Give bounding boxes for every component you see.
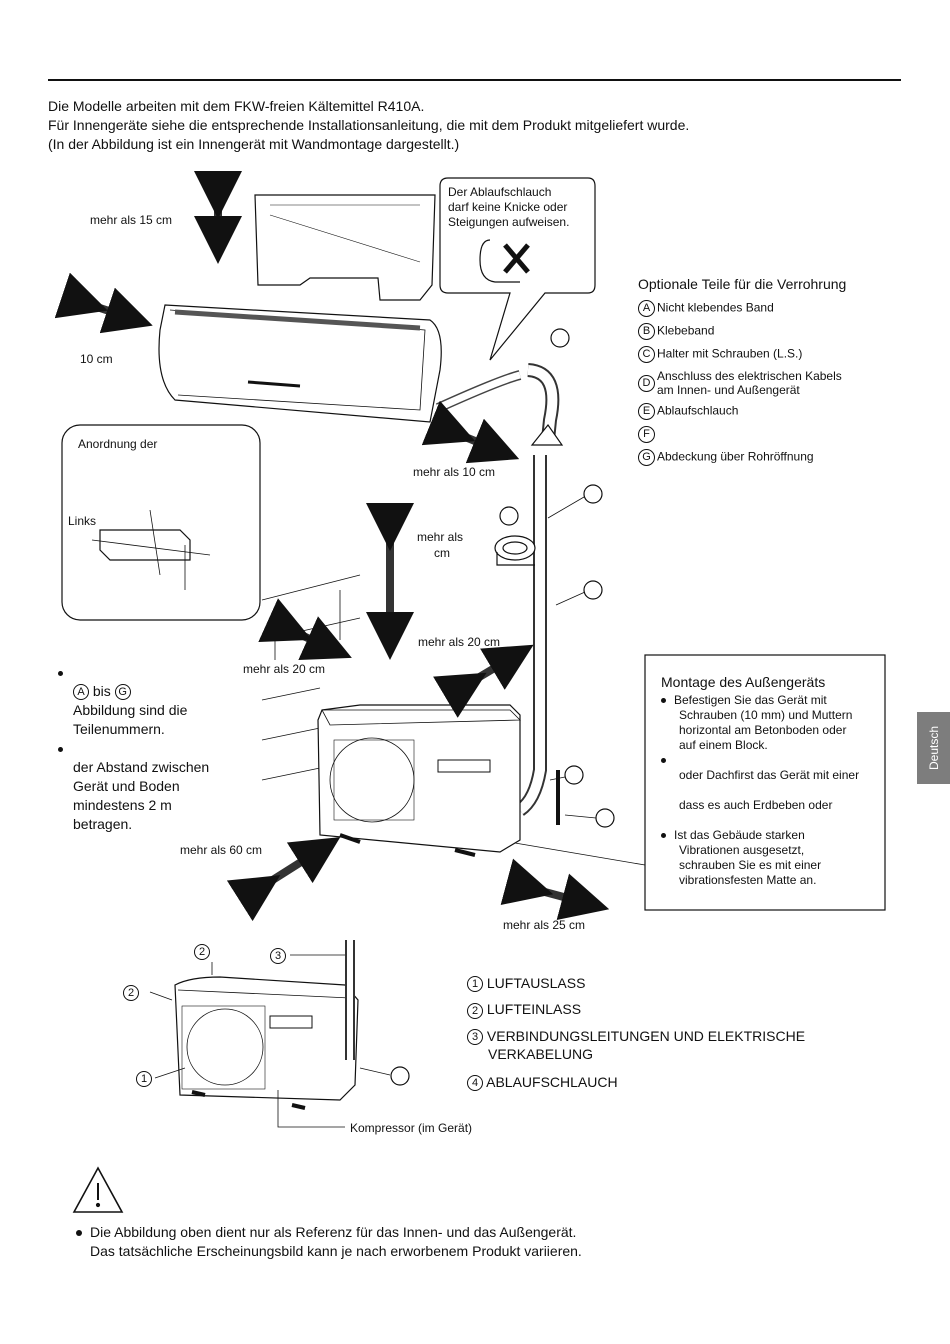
option-item: F xyxy=(638,426,846,443)
mount-line: horizontal am Betonboden oder xyxy=(679,723,847,737)
legend-text: VERBINDUNGSLEITUNGEN UND ELEKTRISCHE xyxy=(486,1027,806,1044)
mount-line: auf einem Block. xyxy=(679,738,768,752)
mount-line: Befestigen Sie das Gerät mit xyxy=(674,693,827,707)
arrow-side xyxy=(54,272,153,334)
arrangement-box xyxy=(61,424,261,621)
legend-text: ABLAUFSCHLAUCH xyxy=(486,1073,618,1090)
distance-outdoor-left: mehr als 20 cm xyxy=(243,662,326,676)
legend-text: LUFTEINLASS xyxy=(486,1001,582,1018)
arrow-front xyxy=(226,837,341,922)
note-line: Die Abbildung oben dient nur als Referen… xyxy=(90,1224,577,1240)
note-line: Teilenummern. xyxy=(73,721,165,737)
options-title: Optionale Teile für die Verrohrung xyxy=(638,276,847,292)
bis-word: bis xyxy=(92,683,111,699)
arrow-indoor-right xyxy=(421,400,520,464)
legend-text: VERKABELUNG xyxy=(488,1045,594,1062)
distance-front: mehr als 60 cm xyxy=(180,843,263,857)
outdoor-mount-box xyxy=(644,654,886,911)
arrow-outdoor-left xyxy=(258,598,352,661)
indoor-unit xyxy=(158,304,442,423)
top-rule xyxy=(48,79,901,81)
arrangement-title: Anordnung der xyxy=(78,437,158,451)
outdoor-unit-small xyxy=(174,976,359,1101)
mounting-plate xyxy=(254,194,436,301)
mount-line: Schrauben (10 mm) und Muttern xyxy=(679,708,853,722)
mount-line: oder Dachfirst das Gerät mit einer xyxy=(679,768,860,782)
distance-outdoor-right: mehr als 20 cm xyxy=(418,635,501,649)
arrangement-left: Links xyxy=(68,514,97,528)
mount-line: schrauben Sie es mit einer xyxy=(679,858,822,872)
distance-indoor-right: mehr als 10 cm xyxy=(413,465,496,479)
callout-2: 2 xyxy=(194,944,210,960)
drain-note: Der Ablaufschlauch darf keine Knicke ode… xyxy=(448,185,569,230)
note-line: mindestens 2 m xyxy=(73,797,172,813)
mount-line: dass es auch Erdbeben oder xyxy=(679,798,833,812)
mount-line: Vibrationen ausgesetzt, xyxy=(679,843,805,857)
intro-line: Für Innengeräte siehe die entsprechende … xyxy=(48,117,690,133)
intro-line: (In der Abbildung ist ein Innengerät mit… xyxy=(48,136,460,152)
distance-top: mehr als 15 cm xyxy=(90,213,173,227)
distance-vertical-b: cm xyxy=(434,546,450,560)
note-line: Das tatsächliche Erscheinungsbild kann j… xyxy=(90,1243,582,1259)
drain-note-bubble xyxy=(439,177,596,361)
callout-2b: 2 xyxy=(123,985,139,1001)
drain-note-line: darf keine Knicke oder xyxy=(448,200,568,214)
mount-line: vibrationsfesten Matte an. xyxy=(679,873,817,887)
outdoor-unit xyxy=(317,704,521,853)
tape-roll xyxy=(494,535,536,561)
note-line: betragen. xyxy=(73,816,133,832)
circle-a: A xyxy=(73,684,89,701)
compressor-label: Kompressor (im Gerät) xyxy=(350,1121,473,1135)
intro-text: Die Modelle arbeiten mit dem FKW-freien … xyxy=(48,97,689,154)
legend-text: LUFTAUSLASS xyxy=(486,975,586,991)
callout-3: 3 xyxy=(270,948,286,964)
bottom-note: Die Abbildung oben dient nur als Referen… xyxy=(76,1223,582,1261)
arrow-outdoor-right xyxy=(433,644,534,718)
distance-vertical-a: mehr als xyxy=(417,530,464,544)
legend-num: 3 xyxy=(467,1028,483,1045)
outdoor-mount-title: Montage des Außengeräts xyxy=(661,674,826,690)
language-tab-label: Deutsch xyxy=(926,725,941,771)
callout-1: 1 xyxy=(136,1071,152,1087)
language-tab: Deutsch xyxy=(917,712,950,784)
legend: 1 LUFTAUSLASS 2 LUFTEINLASS 3 VERBINDUNG… xyxy=(467,974,806,1092)
outdoor-mount-text: Montage des Außengeräts Befestigen Sie d… xyxy=(661,675,859,888)
distance-rear: mehr als 25 cm xyxy=(503,918,586,932)
drain-note-line: Steigungen aufweisen. xyxy=(448,215,570,229)
legend-num: 1 xyxy=(467,976,483,993)
note-line: Abbildung sind die xyxy=(73,702,188,718)
legend-num: 2 xyxy=(467,1002,483,1019)
distance-side: 10 cm xyxy=(80,352,113,366)
circle-g: G xyxy=(114,684,131,701)
legend-num: 4 xyxy=(467,1075,483,1092)
intro-line: Die Modelle arbeiten mit dem FKW-freien … xyxy=(48,98,425,114)
note-line: der Abstand zwischen xyxy=(73,759,210,775)
arrow-rear xyxy=(500,858,610,920)
note-line: Gerät und Boden xyxy=(73,778,180,794)
mount-line: Ist das Gebäude starken xyxy=(674,828,805,842)
left-notes: A bis G Abbildung sind die Teilenummern.… xyxy=(58,663,209,834)
drain-note-line: Der Ablaufschlauch xyxy=(448,185,552,199)
